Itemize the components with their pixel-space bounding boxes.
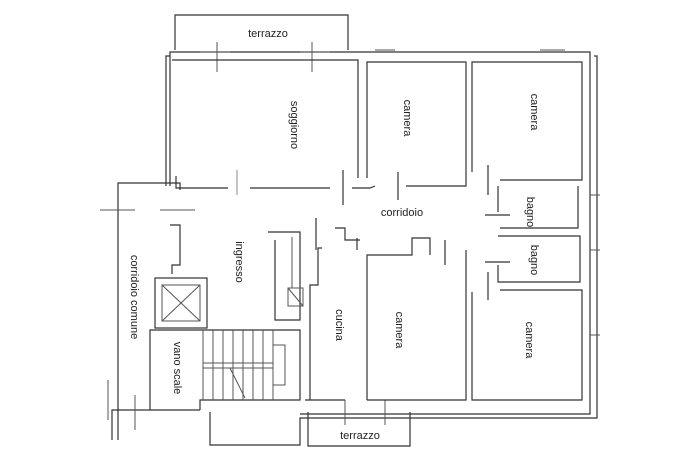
terrace-top (174, 14, 349, 50)
room-camera-top-mid (352, 61, 467, 200)
label-bagno-2: bagno (528, 245, 540, 276)
label-soggiorno: soggiorno (288, 101, 300, 149)
room-ingresso (170, 224, 304, 321)
label-vano-scale: vano scale (171, 342, 183, 395)
outer-walls (100, 42, 600, 446)
room-camera-bottom-right (471, 289, 583, 401)
stairwell (149, 329, 301, 410)
label-bagno-1: bagno (524, 197, 536, 228)
elevator-shaft (154, 277, 208, 329)
stairs (202, 330, 286, 400)
label-cucina: cucina (333, 309, 345, 342)
label-camera-top-right: camera (528, 94, 540, 132)
label-corridoio-comune: corridoio comune (128, 255, 140, 339)
label-camera-bottom-mid: camera (393, 312, 405, 350)
room-bagno-2 (485, 235, 581, 300)
label-terrazzo-top: terrazzo (248, 28, 288, 40)
room-camera-top-right (471, 61, 583, 195)
terrace-bottom (307, 412, 411, 447)
room-bagno-1 (485, 186, 579, 229)
room-soggiorno (172, 59, 359, 205)
label-ingresso: ingresso (233, 241, 245, 283)
label-corridoio: corridoio (381, 207, 423, 219)
room-cucina (305, 218, 345, 401)
room-camera-bottom-mid (335, 227, 467, 401)
label-terrazzo-bottom: terrazzo (340, 430, 380, 442)
label-camera-bottom-right: camera (523, 322, 535, 360)
label-camera-top-mid: camera (401, 100, 413, 138)
